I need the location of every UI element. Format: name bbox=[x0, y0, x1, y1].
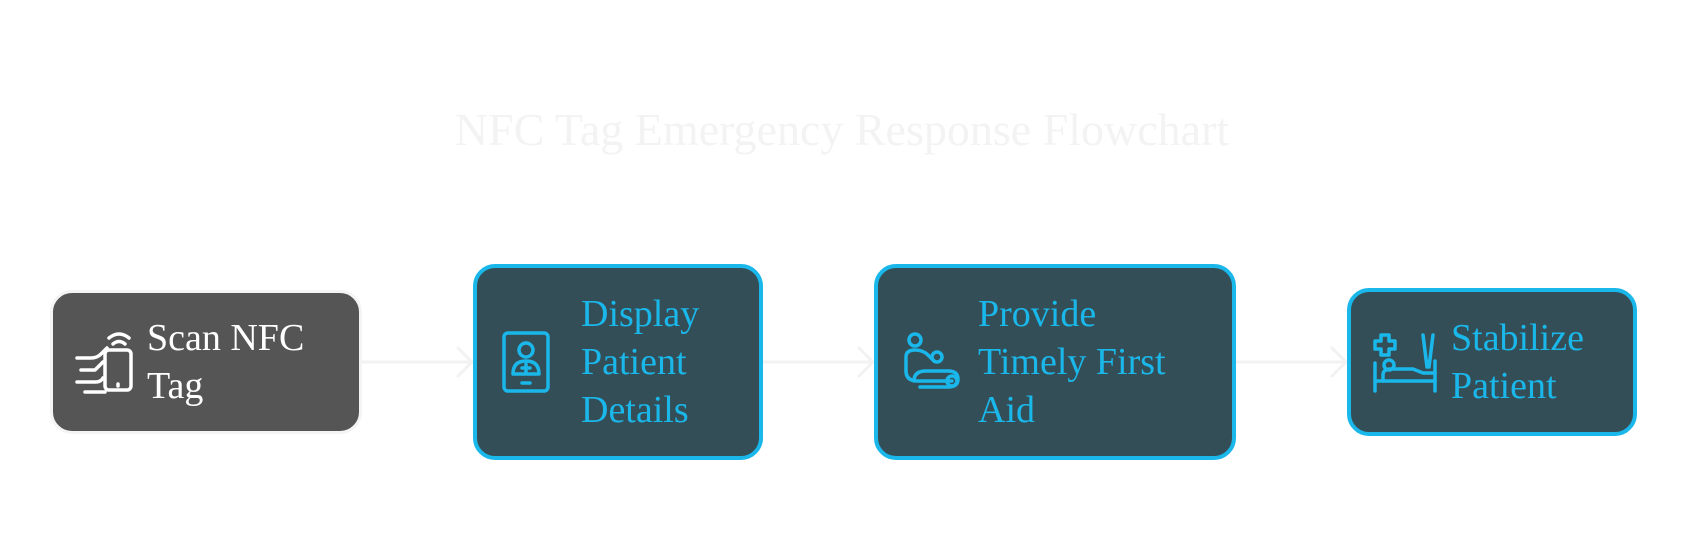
patient-details-tablet-icon bbox=[501, 330, 551, 394]
node-provide-first-aid: Provide Timely First Aid bbox=[874, 264, 1236, 460]
node-stabilize-patient: Stabilize Patient bbox=[1347, 288, 1637, 436]
node-first-aid-label: Provide Timely First Aid bbox=[978, 293, 1166, 431]
hand-scan-nfc-icon bbox=[75, 326, 135, 398]
hospital-bed-icon bbox=[1373, 331, 1437, 393]
node-scan-nfc-tag: Scan NFC Tag bbox=[50, 290, 362, 434]
node-display-patient-details: Display Patient Details bbox=[473, 264, 763, 460]
diagram-title: NFC Tag Emergency Response Flowchart bbox=[454, 104, 1230, 155]
first-aid-caregiver-icon bbox=[900, 331, 962, 393]
node-stabilize-label: Stabilize Patient bbox=[1451, 317, 1584, 407]
edge-first-aid-to-stabilize bbox=[1234, 346, 1348, 378]
node-display-label: Display Patient Details bbox=[581, 293, 700, 431]
edge-scan-to-display bbox=[360, 346, 474, 378]
node-scan-label: Scan NFC Tag bbox=[147, 317, 305, 407]
edge-display-to-first-aid bbox=[761, 346, 875, 378]
